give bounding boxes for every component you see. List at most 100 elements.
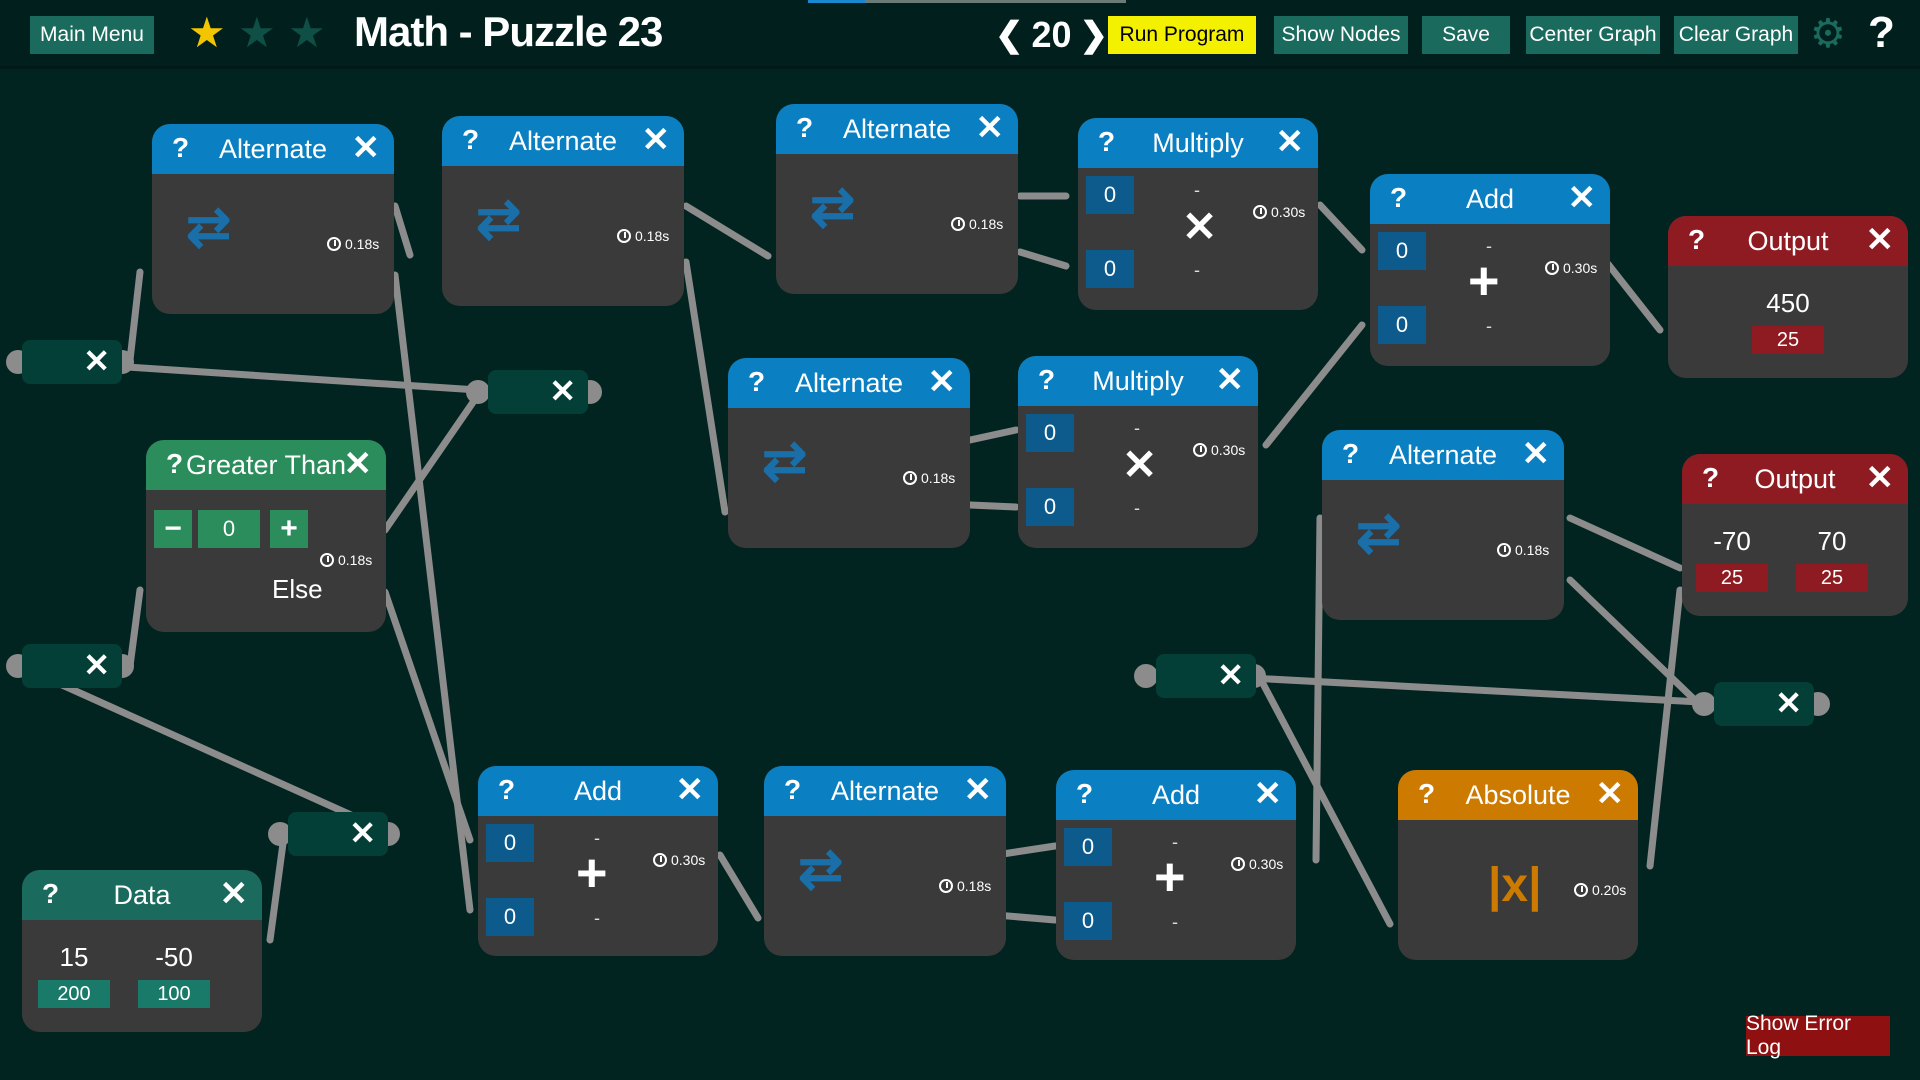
help-icon[interactable]: ? (1702, 462, 1720, 493)
decrement-button[interactable]: − (154, 510, 192, 548)
run-program-button[interactable]: Run Program (1108, 16, 1256, 54)
absolute-node[interactable]: ?Absolute✕ |x| 0.20s (1398, 770, 1638, 960)
close-icon[interactable]: ✕ (343, 445, 373, 483)
help-icon[interactable]: ? (172, 132, 190, 163)
node-header[interactable]: ?Absolute✕ (1398, 770, 1638, 820)
node-header[interactable]: ?Add✕ (478, 766, 718, 816)
node-header[interactable]: ?Alternate✕ (1322, 430, 1564, 480)
output-node[interactable]: ?Output✕ 450 25 (1668, 216, 1908, 378)
help-icon[interactable]: ? (1868, 8, 1895, 57)
help-icon[interactable]: ? (796, 112, 814, 143)
multiply-node[interactable]: ?Multiply✕ 0 0 - - ✕ 0.30s (1078, 118, 1318, 310)
show-nodes-button[interactable]: Show Nodes (1274, 16, 1408, 54)
input-b[interactable]: 0 (486, 898, 534, 936)
help-icon[interactable]: ? (1076, 778, 1094, 809)
close-icon[interactable]: ✕ (83, 343, 110, 379)
wire-connector[interactable]: ✕ (22, 644, 122, 688)
close-icon[interactable]: ✕ (1217, 657, 1244, 693)
close-icon[interactable]: ✕ (1275, 123, 1305, 161)
help-icon[interactable]: ? (42, 878, 60, 909)
wire-connector[interactable]: ✕ (288, 812, 388, 856)
alternate-node[interactable]: ?Alternate✕ ⇄ 0.18s (152, 124, 394, 314)
wire-connector[interactable]: ✕ (488, 370, 588, 414)
node-header[interactable]: ?Add✕ (1370, 174, 1610, 224)
close-icon[interactable]: ✕ (975, 109, 1005, 147)
node-header[interactable]: ?Alternate✕ (442, 116, 684, 166)
node-header[interactable]: ?Add✕ (1056, 770, 1296, 820)
close-icon[interactable]: ✕ (641, 121, 671, 159)
input-a[interactable]: 0 (1064, 828, 1112, 866)
close-icon[interactable]: ✕ (1215, 361, 1245, 399)
main-menu-button[interactable]: Main Menu (30, 16, 154, 54)
level-next-icon[interactable]: ❯ (1079, 16, 1109, 54)
node-header[interactable]: ?Output✕ (1668, 216, 1908, 266)
close-icon[interactable]: ✕ (1865, 221, 1895, 259)
wire-connector[interactable]: ✕ (1156, 654, 1256, 698)
input-a[interactable]: 0 (1026, 414, 1074, 452)
close-icon[interactable]: ✕ (675, 771, 705, 809)
node-header[interactable]: ?Multiply✕ (1018, 356, 1258, 406)
help-icon[interactable]: ? (1688, 224, 1706, 255)
close-icon[interactable]: ✕ (549, 373, 576, 409)
close-icon[interactable]: ✕ (351, 129, 381, 167)
close-icon[interactable]: ✕ (349, 815, 376, 851)
add-node[interactable]: ?Add✕ 0 0 - - + 0.30s (1370, 174, 1610, 366)
close-icon[interactable]: ✕ (219, 875, 249, 913)
node-header[interactable]: ?Multiply✕ (1078, 118, 1318, 168)
gear-icon[interactable]: ⚙ (1810, 12, 1846, 56)
close-icon[interactable]: ✕ (1865, 459, 1895, 497)
node-header[interactable]: ?Data✕ (22, 870, 262, 920)
add-node[interactable]: ?Add✕ 0 0 - - + 0.30s (478, 766, 718, 956)
wire-connector[interactable]: ✕ (1714, 682, 1814, 726)
node-header[interactable]: ?Output✕ (1682, 454, 1908, 504)
help-icon[interactable]: ? (166, 448, 184, 479)
input-a[interactable]: 0 (1378, 232, 1426, 270)
help-icon[interactable]: ? (1390, 182, 1408, 213)
level-prev-icon[interactable]: ❮ (995, 16, 1024, 54)
data-node[interactable]: ?Data✕ 15 200 -50 100 (22, 870, 262, 1032)
help-icon[interactable]: ? (1098, 126, 1116, 157)
help-icon[interactable]: ? (1342, 438, 1360, 469)
alternate-node[interactable]: ?Alternate✕ ⇄ 0.18s (728, 358, 970, 548)
center-graph-button[interactable]: Center Graph (1526, 16, 1660, 54)
node-header[interactable]: ?Alternate✕ (152, 124, 394, 174)
close-icon[interactable]: ✕ (963, 771, 993, 809)
close-icon[interactable]: ✕ (83, 647, 110, 683)
alternate-node[interactable]: ?Alternate✕ ⇄ 0.18s (442, 116, 684, 306)
alternate-node[interactable]: ?Alternate✕ ⇄ 0.18s (776, 104, 1018, 294)
input-b[interactable]: 0 (1378, 306, 1426, 344)
help-icon[interactable]: ? (498, 774, 516, 805)
alternate-node[interactable]: ?Alternate✕ ⇄ 0.18s (1322, 430, 1564, 620)
increment-button[interactable]: + (270, 510, 308, 548)
input-a[interactable]: 0 (1086, 176, 1134, 214)
threshold-input[interactable]: 0 (198, 510, 260, 548)
save-button[interactable]: Save (1422, 16, 1510, 54)
multiply-node[interactable]: ?Multiply✕ 0 0 - - ✕ 0.30s (1018, 356, 1258, 548)
help-icon[interactable]: ? (1418, 778, 1436, 809)
close-icon[interactable]: ✕ (1775, 685, 1802, 721)
help-icon[interactable]: ? (1038, 364, 1056, 395)
node-header[interactable]: ?Alternate✕ (728, 358, 970, 408)
show-error-log-button[interactable]: Show Error Log (1746, 1012, 1890, 1059)
close-icon[interactable]: ✕ (1521, 435, 1551, 473)
clear-graph-button[interactable]: Clear Graph (1674, 16, 1798, 54)
output-node[interactable]: ?Output✕ -70 25 70 25 (1682, 454, 1908, 616)
input-b[interactable]: 0 (1026, 488, 1074, 526)
add-node[interactable]: ?Add✕ 0 0 - - + 0.30s (1056, 770, 1296, 960)
close-icon[interactable]: ✕ (1595, 775, 1625, 813)
input-b[interactable]: 0 (1086, 250, 1134, 288)
input-b[interactable]: 0 (1064, 902, 1112, 940)
close-icon[interactable]: ✕ (927, 363, 957, 401)
greater-than-node[interactable]: ?Greater Than✕ − 0 + 0.18s Else (146, 440, 386, 632)
close-icon[interactable]: ✕ (1253, 775, 1283, 813)
help-icon[interactable]: ? (784, 774, 802, 805)
help-icon[interactable]: ? (748, 366, 766, 397)
node-header[interactable]: ?Alternate✕ (776, 104, 1018, 154)
wire-connector[interactable]: ✕ (22, 340, 122, 384)
node-header[interactable]: ?Alternate✕ (764, 766, 1006, 816)
alternate-node[interactable]: ?Alternate✕ ⇄ 0.18s (764, 766, 1006, 956)
input-a[interactable]: 0 (486, 824, 534, 862)
help-icon[interactable]: ? (462, 124, 480, 155)
close-icon[interactable]: ✕ (1567, 179, 1597, 217)
node-header[interactable]: ?Greater Than✕ (146, 440, 386, 490)
